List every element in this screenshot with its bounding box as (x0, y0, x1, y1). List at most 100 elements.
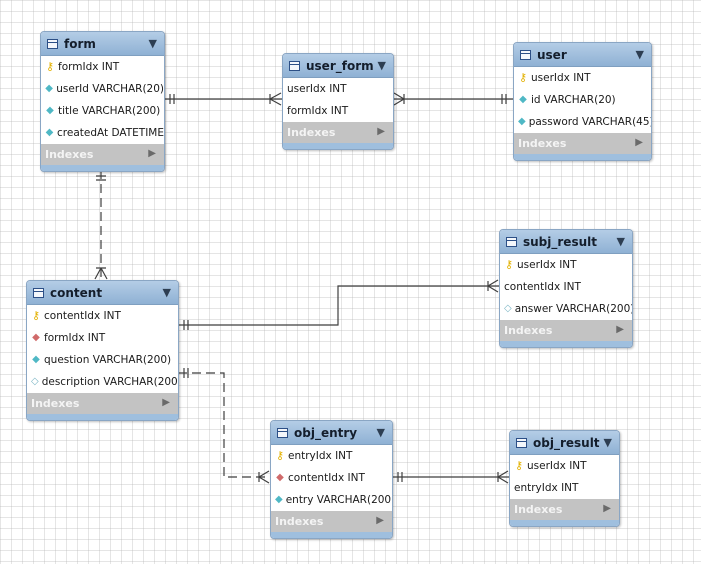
rel-content-subj_result (178, 285, 499, 326)
key-icon: ⚷ (504, 258, 514, 271)
table-header[interactable]: obj_entry ▼ (271, 421, 392, 445)
column-row[interactable]: ◆ contentIdx INT (271, 467, 392, 489)
fk-diamond-icon: ◆ (276, 472, 284, 483)
diamond-icon: ◆ (32, 354, 40, 365)
table-obj_entry[interactable]: obj_entry ▼ ⚷entryIdx INT ◆ contentIdx IN… (270, 420, 393, 539)
collapse-arrow-icon[interactable]: ▼ (377, 59, 386, 72)
table-header[interactable]: user_form ▼ (283, 54, 393, 78)
column-row[interactable]: ◆password VARCHAR(45) (514, 111, 651, 133)
expand-arrow-icon[interactable]: ▶ (376, 515, 384, 526)
expand-arrow-icon[interactable]: ▶ (635, 137, 643, 148)
table-header[interactable]: content ▼ (27, 281, 178, 305)
expand-arrow-icon[interactable]: ▶ (377, 126, 385, 137)
indexes-section[interactable]: Indexes ▶ (514, 133, 651, 154)
indexes-section[interactable]: Indexes▶ (271, 511, 392, 532)
table-header[interactable]: subj_result ▼ (500, 230, 632, 254)
collapse-arrow-icon[interactable]: ▼ (148, 37, 157, 50)
column-row[interactable]: ◆question VARCHAR(200) (27, 349, 178, 371)
key-icon: ⚷ (518, 71, 528, 84)
column-row[interactable]: ⚷userIdx INT (500, 254, 632, 276)
indexes-label: Indexes (518, 137, 567, 150)
table-icon (277, 427, 288, 438)
rel-mark-one (397, 472, 403, 482)
table-icon (47, 38, 58, 49)
expand-arrow-icon[interactable]: ▶ (148, 148, 156, 159)
collapse-arrow-icon[interactable]: ▼ (376, 426, 385, 439)
column-row[interactable]: formIdx INT (283, 100, 393, 122)
column-label: password VARCHAR(45) (528, 116, 652, 128)
column-row[interactable]: ◆createdAt DATETIME (41, 122, 164, 144)
table-header[interactable]: user ▼ (514, 43, 651, 67)
expand-arrow-icon[interactable]: ▶ (603, 503, 611, 514)
table-header[interactable]: form ▼ (41, 32, 164, 56)
key-icon: ⚷ (31, 309, 41, 322)
column-label: formIdx INT (58, 61, 120, 73)
column-label: contentIdx INT (504, 281, 581, 293)
rel-mark-one (169, 94, 175, 104)
column-row[interactable]: ◆entry VARCHAR(200) (271, 489, 392, 511)
diamond-icon: ◆ (45, 83, 53, 94)
table-footer (283, 143, 393, 149)
indexes-section[interactable]: Indexes ▶ (27, 393, 178, 414)
table-form[interactable]: form ▼ ⚷formIdx INT ◆userId VARCHAR(20) … (40, 31, 165, 172)
table-user[interactable]: user ▼ ⚷userIdx INT ◆id VARCHAR(20) ◆pas… (513, 42, 652, 161)
indexes-section[interactable]: Indexes ▶ (510, 499, 619, 520)
column-label: createdAt DATETIME (57, 127, 164, 139)
rel-mark-many (269, 92, 282, 106)
table-header[interactable]: obj_result ▼ (510, 431, 619, 455)
column-row[interactable]: ◆title VARCHAR(200) (41, 100, 164, 122)
column-row[interactable]: entryIdx INT (510, 477, 619, 499)
column-row[interactable]: ◇description VARCHAR(200) (27, 371, 178, 393)
table-user_form[interactable]: user_form ▼ userIdx INT formIdx INT Inde… (282, 53, 394, 150)
expand-arrow-icon[interactable]: ▶ (162, 397, 170, 408)
rel-mark-many (258, 470, 270, 484)
column-row[interactable]: ⚷entryIdx INT (271, 445, 392, 467)
column-row[interactable]: ◆id VARCHAR(20) (514, 89, 651, 111)
indexes-label: Indexes (31, 397, 80, 410)
column-label: answer VARCHAR(200) (514, 303, 633, 315)
key-icon: ⚷ (45, 60, 55, 73)
column-row[interactable]: ⚷userIdx INT (510, 455, 619, 477)
table-icon (520, 49, 531, 60)
collapse-arrow-icon[interactable]: ▼ (616, 235, 625, 248)
collapse-arrow-icon[interactable]: ▼ (635, 48, 644, 61)
column-row[interactable]: ⚷contentIdx INT (27, 305, 178, 327)
rel-mark-one (183, 368, 189, 378)
column-row[interactable]: ◆userId VARCHAR(20) (41, 78, 164, 100)
column-row[interactable]: ⚷userIdx INT (514, 67, 651, 89)
table-obj_result[interactable]: obj_result ▼ ⚷userIdx INT entryIdx INT I… (509, 430, 620, 527)
table-name: form (64, 36, 96, 51)
indexes-section[interactable]: Indexes▶ (500, 320, 632, 341)
diamond-icon: ◆ (275, 494, 283, 505)
column-row[interactable]: ◆formIdx INT (27, 327, 178, 349)
indexes-label: Indexes (45, 148, 94, 161)
table-icon (516, 437, 527, 448)
indexes-label: Indexes (514, 503, 563, 516)
column-row[interactable]: ⚷formIdx INT (41, 56, 164, 78)
column-label: formIdx INT (287, 105, 349, 117)
column-label: contentIdx INT (288, 472, 365, 484)
expand-arrow-icon[interactable]: ▶ (616, 324, 624, 335)
table-icon (289, 60, 300, 71)
table-content[interactable]: content ▼ ⚷contentIdx INT ◆formIdx INT ◆… (26, 280, 179, 421)
table-subj_result[interactable]: subj_result ▼ ⚷userIdx INT contentIdx IN… (499, 229, 633, 348)
column-label: description VARCHAR(200) (41, 376, 179, 388)
column-row[interactable]: ◇answer VARCHAR(200) (500, 298, 632, 320)
rel-mark-one (96, 175, 106, 181)
table-footer (27, 414, 178, 420)
column-row[interactable]: userIdx INT (283, 78, 393, 100)
collapse-arrow-icon[interactable]: ▼ (162, 286, 171, 299)
table-footer (500, 341, 632, 347)
collapse-arrow-icon[interactable]: ▼ (603, 436, 612, 449)
indexes-section[interactable]: Indexes▶ (283, 122, 393, 143)
empty-diamond-icon: ◇ (504, 303, 512, 314)
table-name: content (50, 285, 103, 300)
rel-mark-many (487, 279, 499, 293)
column-label: title VARCHAR(200) (58, 105, 161, 117)
column-row[interactable]: contentIdx INT (500, 276, 632, 298)
indexes-section[interactable]: Indexes ▶ (41, 144, 164, 165)
key-icon: ⚷ (275, 449, 285, 462)
table-footer (514, 154, 651, 160)
table-name: user (537, 47, 567, 62)
